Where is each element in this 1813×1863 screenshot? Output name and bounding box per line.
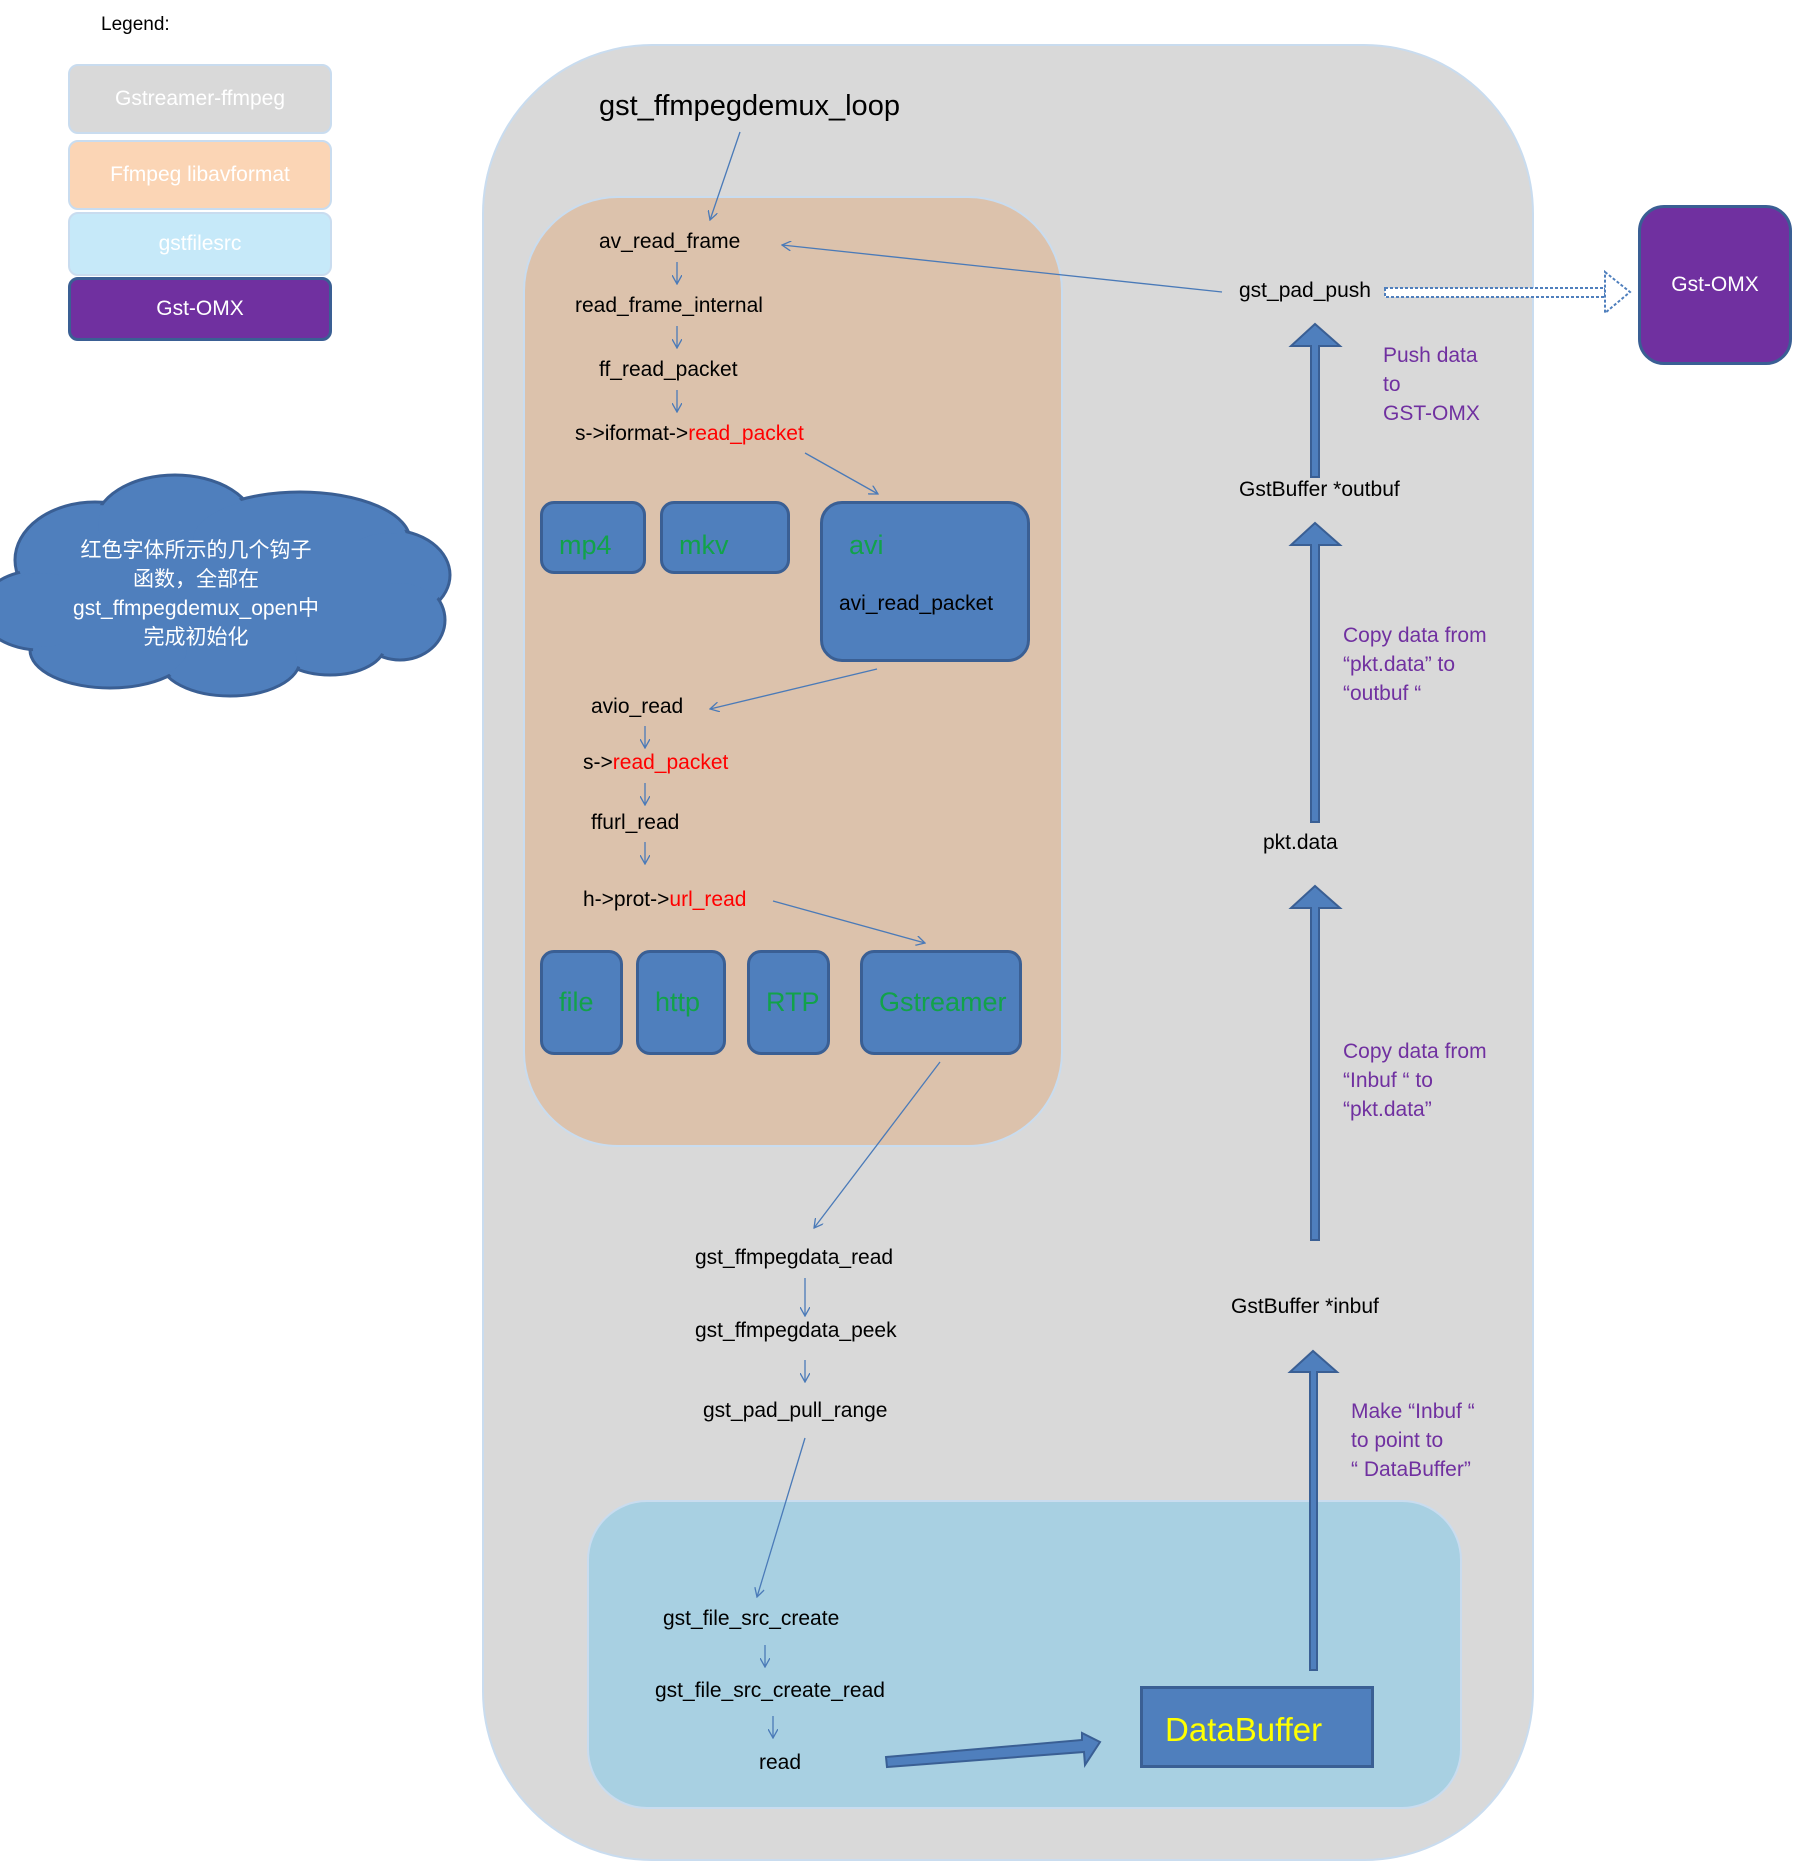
note-push-data: Push data to GST-OMX <box>1383 344 1480 425</box>
gst-ffmpegdata-read: gst_ffmpegdata_read <box>695 1246 894 1269</box>
format-hook-mkv: mkv <box>660 501 790 574</box>
legend-item-gstfilesrc: gstfilesrc <box>68 212 332 276</box>
legend-item-gst-omx: Gst-OMX <box>68 277 332 341</box>
iformat-read-packet: s->iformat->read_packet <box>575 423 804 444</box>
read-frame-internal: read_frame_internal <box>575 294 763 317</box>
gst-pad-push: gst_pad_push <box>1239 279 1371 302</box>
avi-read-packet-label: avi_read_packet <box>839 592 994 615</box>
read-call: read <box>759 1751 802 1774</box>
av-read-frame: av_read_frame <box>599 230 741 253</box>
avio-read: avio_read <box>591 695 684 718</box>
pkt-data: pkt.data <box>1263 831 1338 854</box>
s-read-packet: s->read_packet <box>583 752 728 773</box>
note-make-inbuf: Make “Inbuf “ to point to “ DataBuffer” <box>1351 1400 1475 1481</box>
legend-item-ffmpeg-libavformat: Ffmpeg libavformat <box>68 140 332 210</box>
databuffer-box: DataBuffer <box>1140 1686 1374 1768</box>
legend-item-gstreamer-ffmpeg: Gstreamer-ffmpeg <box>68 64 332 134</box>
ff-read-packet: ff_read_packet <box>599 358 738 381</box>
prot-hook: url_read <box>669 888 747 911</box>
protocol-hook-rtp: RTP <box>747 950 830 1055</box>
gst-omx-box: Gst-OMX <box>1638 205 1792 365</box>
gst-file-src-create: gst_file_src_create <box>663 1607 840 1630</box>
loop-title: gst_ffmpegdemux_loop <box>599 90 900 122</box>
cloud-note-line: 完成初始化 <box>143 626 249 649</box>
prot-url-read: h->prot->url_read <box>583 889 746 910</box>
gst-ffmpegdata-peek: gst_ffmpegdata_peek <box>695 1319 897 1342</box>
cloud-note: 红色字体所示的几个钩子 函数，全部在 gst_ffmpegdemux_open中… <box>40 536 352 652</box>
gst-file-src-create-read: gst_file_src_create_read <box>655 1679 885 1702</box>
protocol-hook-http: http <box>636 950 726 1055</box>
gstbuffer-inbuf: GstBuffer *inbuf <box>1231 1295 1379 1318</box>
format-hook-avi: avi avi_read_packet <box>820 501 1030 662</box>
cloud-note-line: 红色字体所示的几个钩子 <box>80 539 312 562</box>
ffurl-read: ffurl_read <box>591 811 680 834</box>
cloud-note-line: gst_ffmpegdemux_open中 <box>73 597 319 620</box>
format-hook-mp4: mp4 <box>540 501 646 574</box>
protocol-hook-gstreamer: Gstreamer <box>860 950 1022 1055</box>
s-prefix: s-> <box>583 751 613 774</box>
gstbuffer-outbuf: GstBuffer *outbuf <box>1239 478 1400 501</box>
note-copy-to-outbuf: Copy data from “pkt.data” to “outbuf “ <box>1343 624 1487 705</box>
s-hook: read_packet <box>612 751 729 774</box>
iformat-hook: read_packet <box>688 422 804 445</box>
legend-title: Legend: <box>101 14 170 35</box>
protocol-hook-file: file <box>540 950 623 1055</box>
note-copy-to-pkt-data: Copy data from “Inbuf “ to “pkt.data” <box>1343 1040 1487 1121</box>
iformat-prefix: s->iformat-> <box>575 422 689 445</box>
cloud-note-line: 函数，全部在 <box>133 568 259 591</box>
gst-pad-pull-range: gst_pad_pull_range <box>703 1399 888 1422</box>
prot-prefix: h->prot-> <box>583 888 670 911</box>
